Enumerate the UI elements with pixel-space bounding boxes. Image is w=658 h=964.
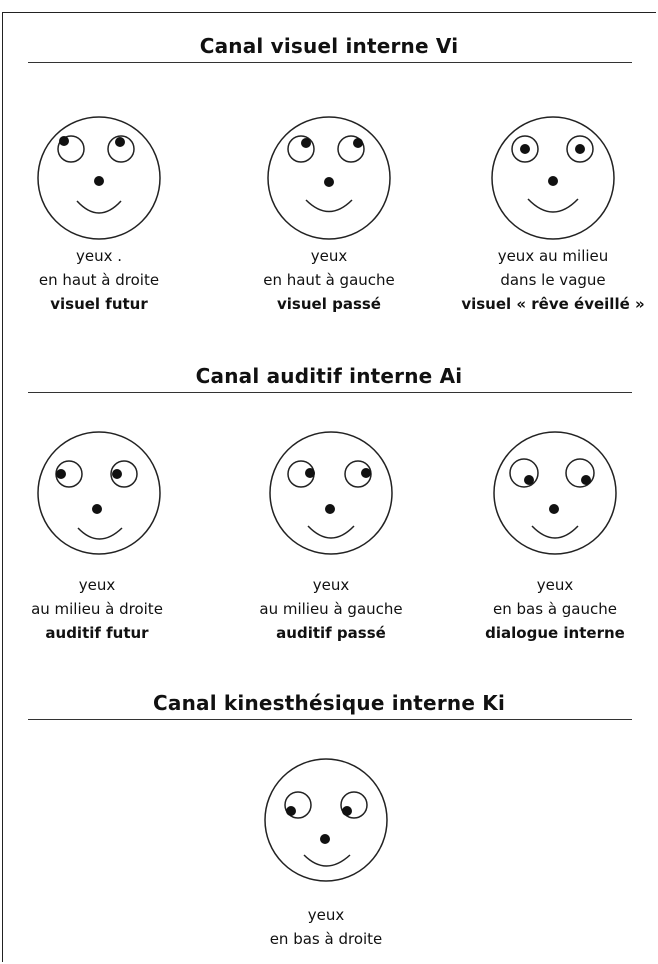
caption-line: en bas à gauche [493, 600, 617, 618]
caption-line: yeux [312, 576, 350, 594]
page-frame [2, 12, 656, 962]
caption-line: dans le vague [500, 271, 606, 289]
section-title-visuel: Canal visuel interne Vi [199, 34, 459, 58]
face-visuel-passe [266, 115, 392, 241]
caption-line: au milieu à droite [31, 600, 163, 618]
caption-visuel-reve: yeux au milieu dans le vague visuel « rê… [443, 244, 658, 316]
face-icon [37, 431, 161, 555]
face-icon [267, 116, 391, 240]
face-dialogue-interne [492, 430, 618, 556]
section-title-auditif: Canal auditif interne Ai [195, 364, 463, 388]
caption-line: en bas à droite [269, 930, 383, 948]
caption-line: yeux . [75, 247, 123, 265]
face-visuel-reve [490, 115, 616, 241]
caption-auditif-passe: yeux au milieu à gauche auditif passé [221, 573, 441, 645]
caption-line: en haut à gauche [263, 271, 395, 289]
caption-dialogue-interne: yeux en bas à gauche dialogue interne [445, 573, 658, 645]
caption-visuel-passe: yeux en haut à gauche visuel passé [219, 244, 439, 316]
caption-line: yeux [78, 576, 116, 594]
caption-line: yeux au milieu [497, 247, 609, 265]
section-rule [28, 392, 632, 393]
face-kinesthesique [263, 757, 389, 883]
caption-visuel-futur: yeux . en haut à droite visuel futur [0, 244, 209, 316]
caption-label: visuel « rêve éveillé » [461, 295, 645, 313]
face-icon [493, 431, 617, 555]
caption-line: au milieu à gauche [259, 600, 403, 618]
caption-line: yeux [536, 576, 574, 594]
face-auditif-passe [268, 430, 394, 556]
section-rule [28, 719, 632, 720]
section-rule [28, 62, 632, 63]
caption-auditif-futur: yeux au milieu à droite auditif futur [0, 573, 207, 645]
face-auditif-futur [36, 430, 162, 556]
caption-label: dialogue interne [485, 624, 625, 642]
face-icon [264, 758, 388, 882]
caption-label: visuel passé [277, 295, 381, 313]
face-visuel-futur [36, 115, 162, 241]
caption-label: auditif passé [276, 624, 386, 642]
caption-label: auditif futur [45, 624, 149, 642]
caption-line: yeux [307, 906, 345, 924]
caption-label: visuel futur [50, 295, 148, 313]
section-title-kinesthesique: Canal kinesthésique interne Ki [153, 691, 505, 715]
caption-kinesthesique: yeux en bas à droite [216, 903, 436, 951]
face-icon [37, 116, 161, 240]
caption-line: en haut à droite [38, 271, 160, 289]
caption-line: yeux [310, 247, 348, 265]
face-icon [269, 431, 393, 555]
face-icon [491, 116, 615, 240]
